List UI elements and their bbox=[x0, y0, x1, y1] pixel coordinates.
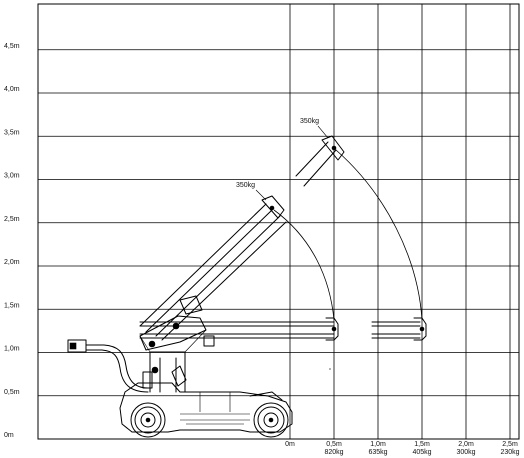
y-tick-label-6: 3,0m bbox=[4, 173, 20, 180]
x-tick-label-5: 2,5m bbox=[502, 441, 518, 448]
y-tick-label-3: 1,5m bbox=[4, 302, 20, 309]
machine-drawing bbox=[67, 125, 427, 438]
y-tick-label-9: 4,5m bbox=[4, 43, 20, 50]
x-tick-label-1: 0,5m bbox=[326, 441, 342, 448]
y-tick-label-7: 3,5m bbox=[4, 129, 20, 136]
boom-upper-tip bbox=[295, 135, 345, 187]
reach-arcs bbox=[273, 149, 423, 321]
y-tick-label-0: 0m bbox=[4, 432, 14, 439]
machine-chassis bbox=[119, 382, 293, 433]
y-tick-labels: 0m 0,5m 1,0m 1,5m 2,0m 2,5m 3,0m 3,5m 4,0m 4,5m bbox=[4, 43, 20, 439]
y-tick-label-5: 2,5m bbox=[4, 216, 20, 223]
load-label-upper: 350kg bbox=[300, 118, 319, 125]
y-tick-label-8: 4,0m bbox=[4, 86, 20, 93]
y-tick-label-2: 1,0m bbox=[4, 346, 20, 353]
boom-horizontal-far bbox=[371, 317, 427, 341]
boom-raised bbox=[139, 195, 287, 341]
x-tick-label-3: 1,5m bbox=[414, 441, 430, 448]
x-tick-label-4: 2,0m bbox=[458, 441, 474, 448]
machine-control-handle bbox=[67, 339, 149, 393]
y-tick-label-1: 0,5m bbox=[4, 389, 20, 396]
boom-horizontal-near bbox=[139, 317, 339, 341]
grid-layer bbox=[38, 4, 519, 439]
x-capacity-label-2: 635kg bbox=[368, 449, 387, 456]
load-label-lower: 350kg bbox=[236, 182, 255, 189]
x-capacity-label-3: 405kg bbox=[412, 449, 431, 456]
y-tick-label-4: 2,0m bbox=[4, 259, 20, 266]
x-capacity-label-4: 300kg bbox=[456, 449, 475, 456]
machine-wheel-rear bbox=[130, 402, 166, 438]
annotation-leaders bbox=[255, 125, 329, 201]
chart-frame bbox=[37, 3, 520, 440]
x-tick-label-2: 1,0m bbox=[370, 441, 386, 448]
x-capacity-label-1: 820kg bbox=[324, 449, 343, 456]
machine-wheel-front bbox=[253, 402, 289, 438]
x-capacity-label-5: 230kg bbox=[500, 449, 519, 456]
x-tick-label-0: 0m bbox=[285, 441, 295, 448]
